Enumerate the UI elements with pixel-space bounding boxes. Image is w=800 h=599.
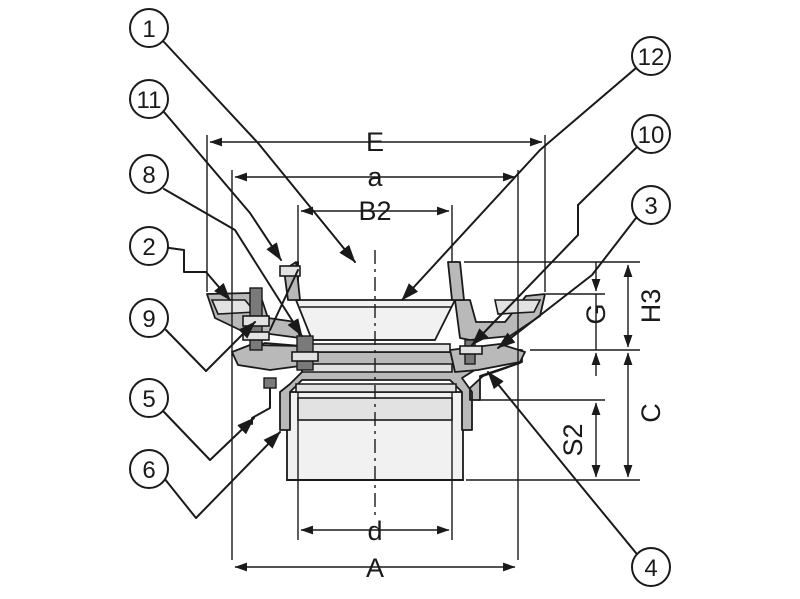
callout-5-label: 5 xyxy=(142,386,155,413)
extension-lines xyxy=(206,135,640,560)
dim-label-s2: S2 xyxy=(558,423,588,456)
callout-4-label: 4 xyxy=(644,555,657,582)
dim-label-g: G xyxy=(581,303,611,324)
top-screw xyxy=(269,265,301,331)
callout-12-label: 12 xyxy=(638,44,665,71)
callout-4: 4 xyxy=(631,547,671,587)
callout-9: 9 xyxy=(129,298,169,338)
dim-label-d: d xyxy=(367,516,382,546)
callout-10-label: 10 xyxy=(638,122,665,149)
callout-2-label: 2 xyxy=(142,234,155,261)
callout-5: 5 xyxy=(129,378,169,418)
callout-10: 10 xyxy=(631,114,671,154)
dim-label-b2: B2 xyxy=(358,196,391,226)
dimension-lines xyxy=(209,137,633,572)
callout-8: 8 xyxy=(129,154,169,194)
left-bolt xyxy=(242,287,319,371)
grate-frame xyxy=(283,261,465,301)
leader-lines xyxy=(161,41,637,554)
callout-3-label: 3 xyxy=(644,193,657,220)
callout-1: 1 xyxy=(129,8,169,48)
dimension-labels: E a B2 d A H3 G C S2 xyxy=(358,127,666,583)
dim-label-h3: H3 xyxy=(636,289,666,324)
callout-11: 11 xyxy=(129,79,169,119)
callout-3: 3 xyxy=(631,185,671,225)
callout-1-label: 1 xyxy=(142,16,155,43)
callout-6-label: 6 xyxy=(142,457,155,484)
dim-label-a-upper: A xyxy=(366,553,384,583)
dim-label-c: C xyxy=(636,403,666,423)
callout-11-label: 11 xyxy=(137,87,162,114)
callout-2: 2 xyxy=(129,226,169,266)
dim-label-a: a xyxy=(367,162,383,192)
callout-6: 6 xyxy=(129,449,169,489)
callout-8-label: 8 xyxy=(142,162,155,189)
dim-label-e: E xyxy=(366,127,384,157)
drain-assembly xyxy=(206,250,546,520)
callout-12: 12 xyxy=(631,36,671,76)
side-hook xyxy=(251,377,277,425)
right-bolt xyxy=(459,339,483,365)
callout-9-label: 9 xyxy=(142,306,155,333)
